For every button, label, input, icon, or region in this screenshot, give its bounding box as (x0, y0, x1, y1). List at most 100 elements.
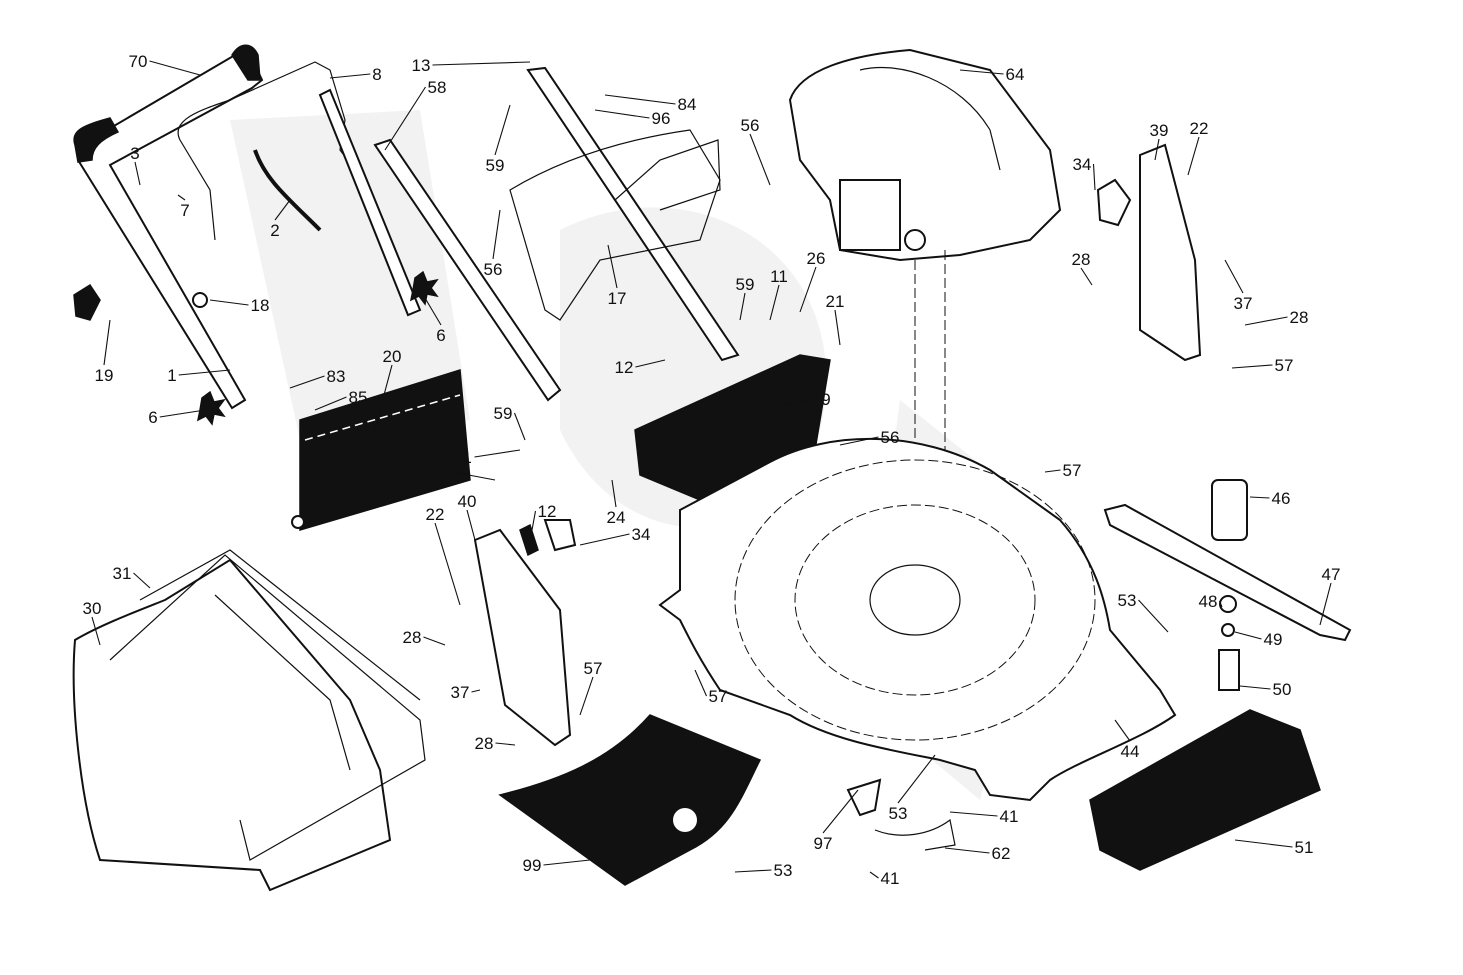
callout-56: 56 (881, 428, 900, 447)
callout-34: 34 (632, 525, 651, 544)
callout-41: 41 (1000, 807, 1019, 826)
leader-line-7 (177, 194, 186, 201)
callout-83: 83 (327, 367, 346, 386)
callout-96: 96 (652, 109, 671, 128)
callout-59: 59 (736, 275, 755, 294)
leader-lines (91, 60, 1332, 879)
leader-line-12 (531, 510, 537, 531)
leader-line-53 (734, 869, 772, 873)
leader-line-19 (103, 319, 111, 366)
leader-line-85 (314, 396, 347, 411)
leader-line-64 (959, 69, 1004, 75)
callout-49: 49 (1264, 630, 1283, 649)
callout-57: 57 (1275, 356, 1294, 375)
callout-41: 41 (881, 869, 900, 888)
leader-line-57 (1231, 364, 1273, 369)
right-bracket (1139, 143, 1202, 362)
leader-line-51 (1234, 839, 1293, 848)
leader-line-26 (799, 266, 817, 313)
wheel-cap (1096, 178, 1132, 227)
leader-line-22 (434, 522, 461, 606)
leader-line-11 (769, 284, 780, 321)
callout-53: 53 (889, 804, 908, 823)
leader-line-37 (471, 689, 481, 693)
callout-53: 53 (774, 861, 793, 880)
leader-line-41 (869, 871, 879, 879)
grass-bag (72, 549, 426, 892)
leader-line-2 (274, 199, 291, 221)
leader-line-20 (371, 364, 393, 441)
leader-line-1 (178, 369, 231, 376)
leader-line-59 (739, 292, 746, 321)
callout-30: 30 (83, 599, 102, 618)
callout-97: 97 (814, 834, 833, 853)
leader-line-84 (604, 94, 676, 105)
callout-50: 50 (1273, 680, 1292, 699)
callout-40: 40 (458, 492, 477, 511)
leader-line-28 (1080, 267, 1093, 286)
callout-26: 26 (807, 249, 826, 268)
callout-22: 22 (1190, 119, 1209, 138)
leader-line-59 (494, 104, 511, 156)
left-bracket (473, 519, 577, 747)
callout-56: 56 (484, 260, 503, 279)
leader-line-70 (149, 60, 201, 76)
leader-line-47 (1319, 582, 1332, 626)
leader-line-31 (133, 572, 151, 589)
callout-51: 51 (1295, 838, 1314, 857)
callout-2: 2 (270, 221, 279, 240)
leader-line-8 (329, 73, 371, 79)
callout-12: 12 (538, 502, 557, 521)
leader-line-28 (495, 742, 516, 746)
callout-70: 70 (129, 52, 148, 71)
leader-line-53 (1138, 599, 1169, 633)
leader-line-50 (1239, 685, 1271, 690)
callout-37: 37 (1234, 294, 1253, 313)
blade (1103, 503, 1352, 642)
leader-line-62 (944, 847, 990, 854)
leader-line-97 (822, 789, 859, 834)
leader-line-58 (384, 86, 426, 151)
leader-line-17 (607, 244, 618, 289)
callout-26: 26 (427, 462, 446, 481)
callout-21: 21 (826, 292, 845, 311)
cable (253, 149, 322, 232)
leader-line-99 (543, 859, 591, 866)
engine (788, 48, 1062, 630)
callout-99: 99 (523, 856, 542, 875)
callout-28: 28 (475, 734, 494, 753)
callout-11: 11 (454, 448, 472, 467)
leader-line-13 (432, 61, 531, 66)
callout-8: 8 (372, 65, 381, 84)
callout-47: 47 (1322, 565, 1341, 584)
callout-7: 7 (180, 201, 189, 220)
leader-line-48 (1218, 600, 1223, 608)
callout-28: 28 (1290, 308, 1309, 327)
leader-line-56 (749, 133, 771, 186)
leader-line-21 (834, 309, 841, 346)
callout-44: 44 (1121, 742, 1140, 761)
callout-6: 6 (148, 408, 157, 427)
handle-knobs (73, 270, 439, 426)
leader-line-49 (1234, 631, 1262, 640)
rear-flap (291, 369, 471, 532)
callout-85: 85 (349, 388, 368, 407)
callout-1: 1 (167, 366, 176, 385)
callout-57: 57 (584, 659, 603, 678)
callout-19: 19 (95, 366, 114, 385)
callout-48: 48 (1199, 592, 1218, 611)
leader-line-9 (779, 398, 820, 406)
callout-28: 28 (1072, 250, 1091, 269)
leader-line-41 (949, 811, 998, 817)
leader-line-57 (1044, 469, 1061, 473)
leader-line-96 (594, 109, 650, 119)
handle-shield (509, 129, 721, 321)
callout-12: 12 (615, 358, 634, 377)
leader-line-83 (289, 375, 325, 389)
leader-line-57 (694, 669, 708, 697)
callout-28: 28 (403, 628, 422, 647)
leader-line-18 (209, 299, 249, 306)
leader-line-39 (1154, 138, 1160, 161)
callout-24: 24 (607, 508, 626, 527)
